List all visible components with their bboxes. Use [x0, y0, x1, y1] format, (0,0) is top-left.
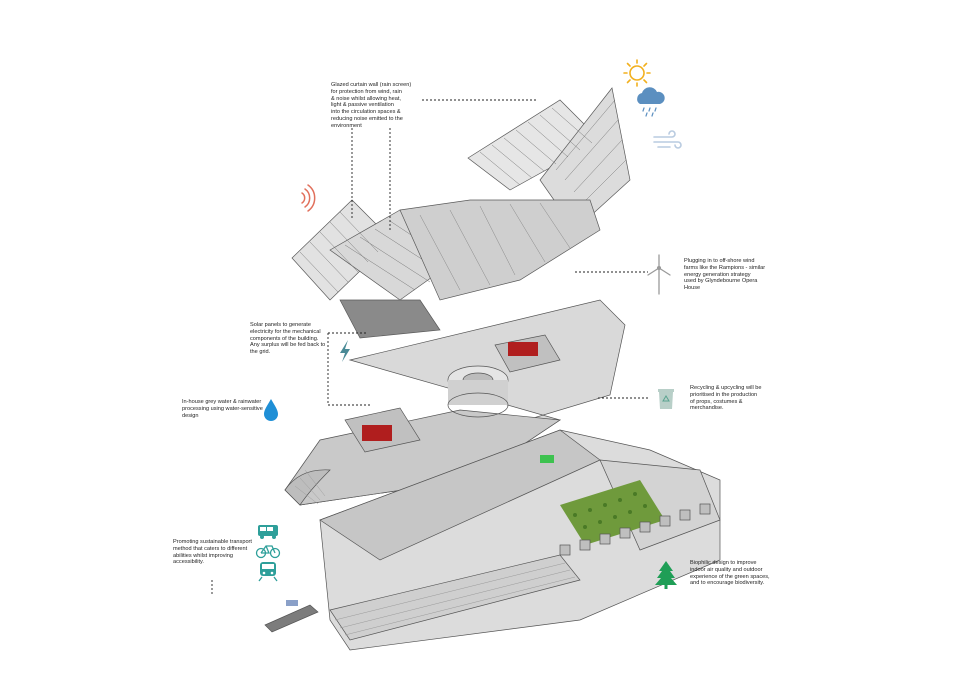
green-roof: [560, 480, 665, 545]
annotation-line: Biophilic design to improve: [690, 560, 757, 566]
annotation-line: for protection from wind, rain: [331, 88, 402, 95]
sun-icon: [623, 59, 651, 87]
annotation-wind-farms: Plugging in to off-shore wind farms like…: [684, 258, 784, 292]
ground-floor-layer: [264, 429, 721, 651]
wind-icon: [653, 130, 682, 149]
lightning-icon: [340, 340, 350, 362]
annotation-line: energy generation strategy: [684, 271, 751, 278]
annotation-line: design: [182, 412, 199, 419]
auditorium-seating: [508, 342, 538, 356]
upper-floor-layer: [284, 299, 626, 506]
train-icon: [258, 562, 278, 582]
annotation-transport: Promoting sustainable transport method t…: [173, 539, 268, 566]
recycle-bin-icon: [658, 389, 674, 409]
annotation-line: Plugging in to off-shore wind: [684, 258, 755, 264]
annotation-line: of props, costumes &: [690, 398, 743, 405]
annotation-line: abilities whilst improving: [173, 552, 233, 559]
annotation-curtain-wall: Glazed curtain wall (rain screen) for pr…: [331, 82, 426, 130]
annotation-line: and to encourage biodiversity.: [690, 580, 765, 587]
wind-turbine-icon: [647, 254, 671, 295]
annotation-line: indoor air quality and outdoor: [690, 566, 763, 573]
annotation-line: House: [684, 285, 701, 292]
annotation-line: used by Glyndebourne Opera: [684, 278, 758, 285]
annotation-line: into the circulation spaces &: [331, 109, 401, 116]
annotation-line: Recycling & upcycling will be: [690, 385, 762, 391]
sound-waves-icon: [301, 184, 316, 212]
annotation-recycling: Recycling & upcycling will be prioritise…: [690, 385, 780, 412]
water-drop-icon: [264, 399, 278, 421]
rain-cloud-icon: [637, 87, 665, 117]
annotation-line: experience of the green spaces,: [690, 573, 770, 580]
annotation-line: electricity for the mechanical: [250, 328, 321, 335]
annotation-solar: Solar panels to generate electricity for…: [250, 322, 345, 356]
auditorium-seating: [362, 425, 392, 441]
annotation-line: components of the building.: [250, 335, 319, 342]
annotation-line: reducing noise emitted to the: [331, 115, 403, 122]
annotation-line: & noise whilst allowing heat,: [331, 95, 401, 102]
annotation-line: Any surplus will be fed back to: [250, 342, 326, 349]
bicycle-icon: [255, 545, 281, 559]
annotation-line: Glazed curtain wall (rain screen): [331, 82, 412, 88]
annotation-line: Solar panels to generate: [250, 322, 311, 328]
roof-structure-layer: [291, 87, 631, 339]
annotation-line: farms like the Rampions - similar: [684, 264, 766, 271]
annotation-line: the grid.: [250, 349, 271, 356]
annotation-line: processing using water-sensitive: [182, 405, 263, 412]
annotation-line: accessibility.: [173, 559, 204, 566]
annotation-line: method that caters to different: [173, 545, 248, 552]
annotation-line: light & passive ventilation: [331, 102, 394, 109]
annotation-line: prioritised in the production: [690, 391, 758, 398]
annotation-biophilic: Biophilic design to improve indoor air q…: [690, 560, 790, 587]
annotation-line: merchandise.: [690, 405, 724, 412]
annotation-water: In-house grey water & rainwater processi…: [182, 399, 277, 419]
bus-icon: [258, 525, 278, 539]
leader-lines: [211, 99, 650, 595]
annotation-line: Promoting sustainable transport: [173, 539, 252, 545]
tree-icon: [655, 561, 677, 589]
annotation-line: In-house grey water & rainwater: [182, 399, 262, 405]
annotation-line: environment: [331, 122, 362, 129]
